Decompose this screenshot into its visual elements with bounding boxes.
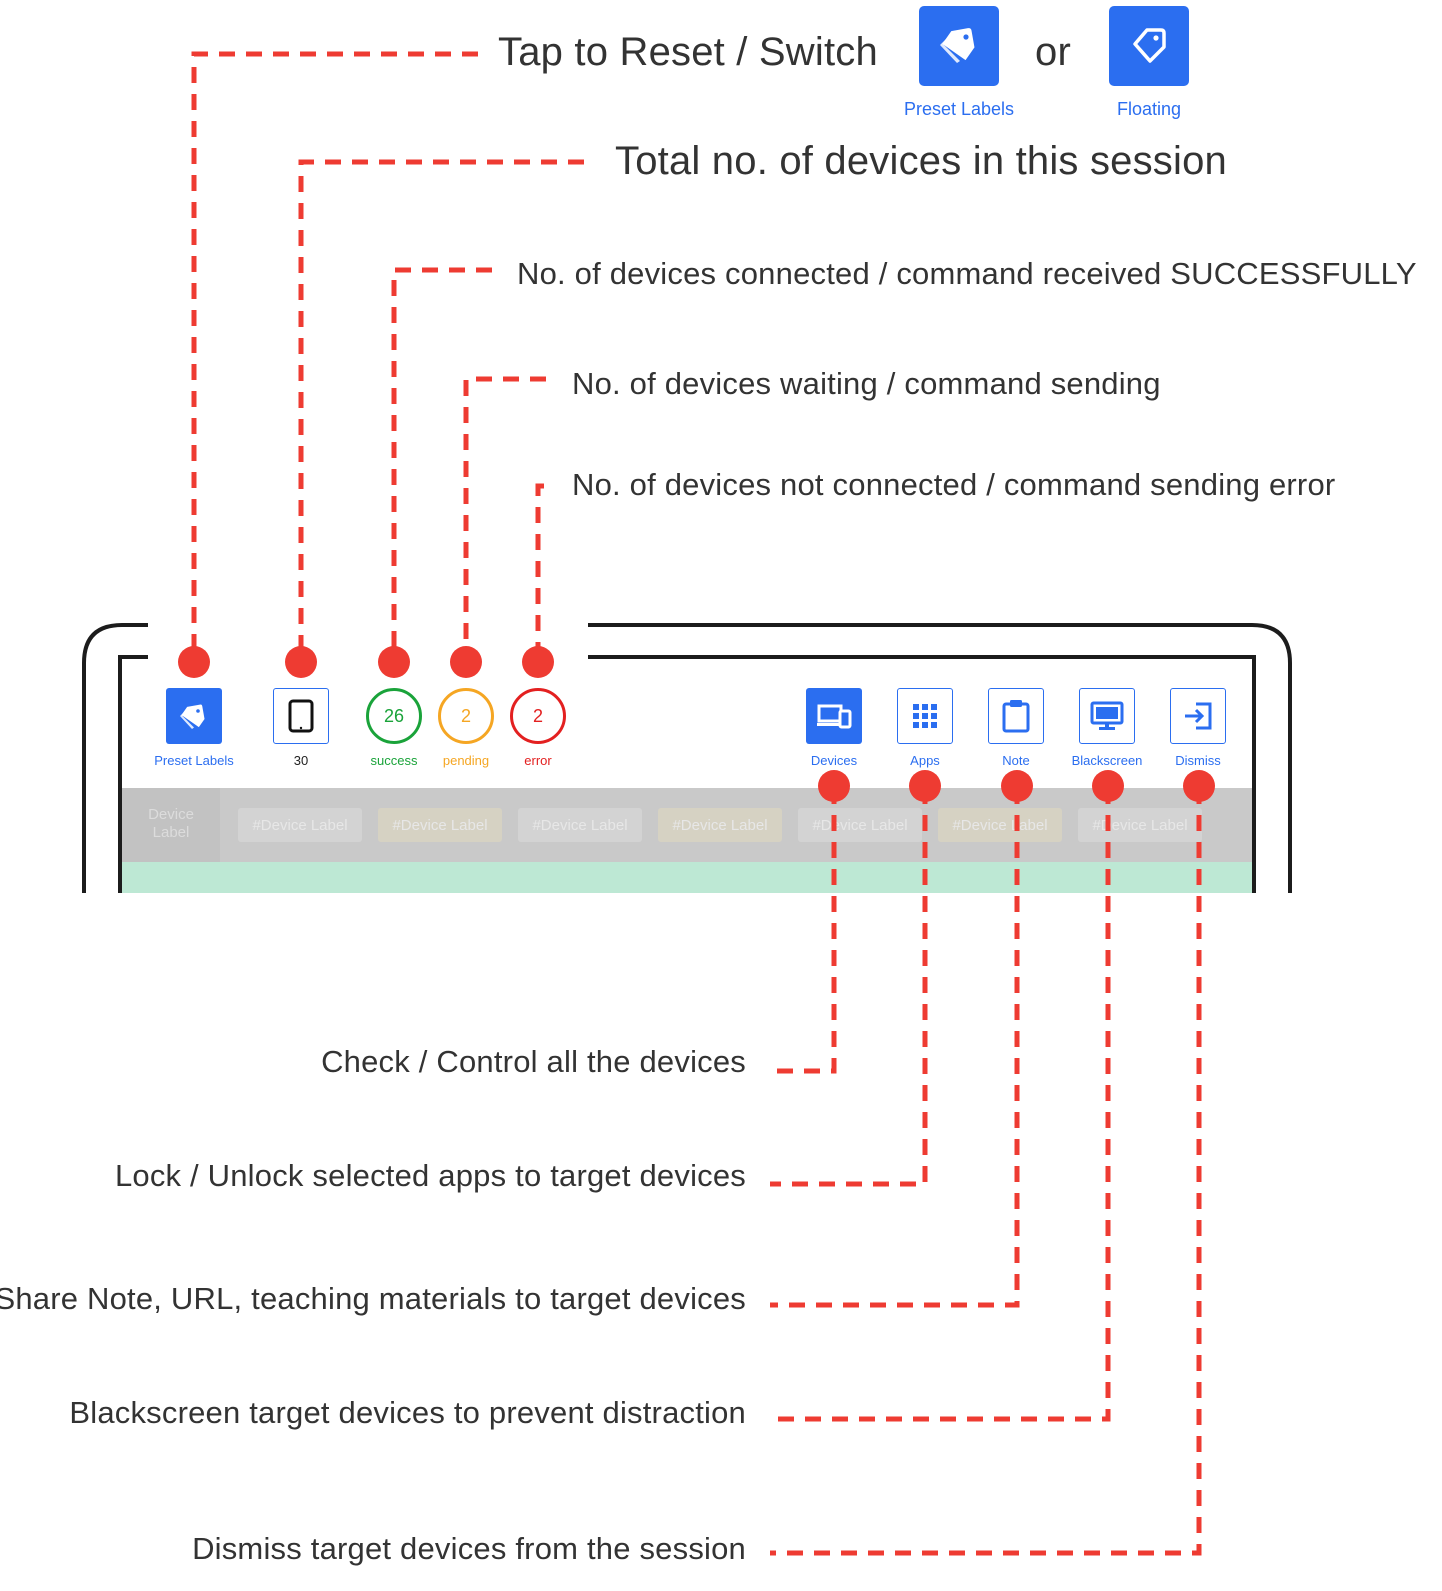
callout-dot	[1092, 770, 1124, 802]
tag-icon	[1133, 28, 1166, 63]
device-label-chip[interactable]: #Device Label	[378, 808, 502, 842]
legend-preset-labels-tile	[919, 6, 999, 86]
tag-icon	[180, 704, 205, 729]
total-devices-count: 30	[293, 753, 309, 768]
apps-button[interactable]	[897, 688, 953, 744]
device-label-chip[interactable]: #Device Label	[938, 808, 1062, 842]
callout-dot	[285, 646, 317, 678]
total-devices-button[interactable]	[273, 688, 329, 744]
callout-error: No. of devices not connected / command s…	[572, 467, 1336, 502]
callout-dot	[178, 646, 210, 678]
device-label-chip[interactable]: #Device Label	[658, 808, 782, 842]
blackscreen-button[interactable]	[1079, 688, 1135, 744]
devices-button[interactable]	[806, 688, 862, 744]
devices-caption: Devices	[810, 753, 858, 768]
callout-note: Share Note, URL, teaching materials to t…	[0, 1281, 746, 1316]
callout-dot	[522, 646, 554, 678]
grid-icon	[913, 704, 937, 728]
callout-apps: Lock / Unlock selected apps to target de…	[114, 1158, 746, 1193]
apps-caption: Apps	[910, 753, 940, 768]
legend-floating-caption: Floating	[1116, 99, 1182, 119]
blackscreen-caption: Blackscreen	[1071, 753, 1143, 768]
success-caption: success	[370, 753, 418, 768]
callout-dot	[818, 770, 850, 802]
legend-preset-labels-caption: Preset Labels	[903, 99, 1015, 119]
callout-dot	[450, 646, 482, 678]
preset-labels-button[interactable]	[166, 688, 222, 744]
preset-labels-caption: Preset Labels	[154, 753, 234, 768]
note-caption: Note	[1002, 753, 1030, 768]
note-button[interactable]	[988, 688, 1044, 744]
pending-count-badge[interactable]: 2	[438, 688, 494, 744]
dismiss-caption: Dismiss	[1175, 753, 1221, 768]
callout-dot	[1001, 770, 1033, 802]
callout-dismiss: Dismiss target devices from the session	[192, 1531, 746, 1566]
device-label-chip[interactable]: #Device Label	[1078, 808, 1202, 842]
success-count-badge[interactable]: 26	[366, 688, 422, 744]
device-label-chip[interactable]: #Device Label	[518, 808, 642, 842]
error-count-badge[interactable]: 2	[510, 688, 566, 744]
device-label-chip[interactable]: #Device Label	[238, 808, 362, 842]
tablet-icon	[288, 699, 314, 733]
callout-success: No. of devices connected / command recei…	[517, 256, 1417, 291]
callout-devices: Check / Control all the devices	[321, 1044, 746, 1079]
callout-dot	[1183, 770, 1215, 802]
callout-or: or	[1035, 30, 1071, 74]
error-caption: error	[524, 753, 552, 768]
clipboard-icon	[1002, 700, 1030, 733]
callout-blackscreen: Blackscreen target devices to prevent di…	[69, 1395, 746, 1430]
legend-floating-tile	[1109, 6, 1189, 86]
callout-reset-switch: Tap to Reset / Switch	[498, 30, 878, 74]
sign-in-icon	[1185, 702, 1212, 730]
callout-dot	[909, 770, 941, 802]
monitor-icon	[1090, 701, 1124, 730]
tag-icon	[940, 28, 975, 63]
devices-icon	[817, 704, 852, 729]
device-grid-strip	[122, 862, 1252, 893]
device-label-header: Device Label	[148, 806, 194, 841]
callout-total-devices: Total no. of devices in this session	[615, 139, 1227, 183]
dismiss-button[interactable]	[1170, 688, 1226, 744]
callout-pending: No. of devices waiting / command sending	[572, 366, 1161, 401]
pending-caption: pending	[442, 753, 490, 768]
callout-dot	[378, 646, 410, 678]
